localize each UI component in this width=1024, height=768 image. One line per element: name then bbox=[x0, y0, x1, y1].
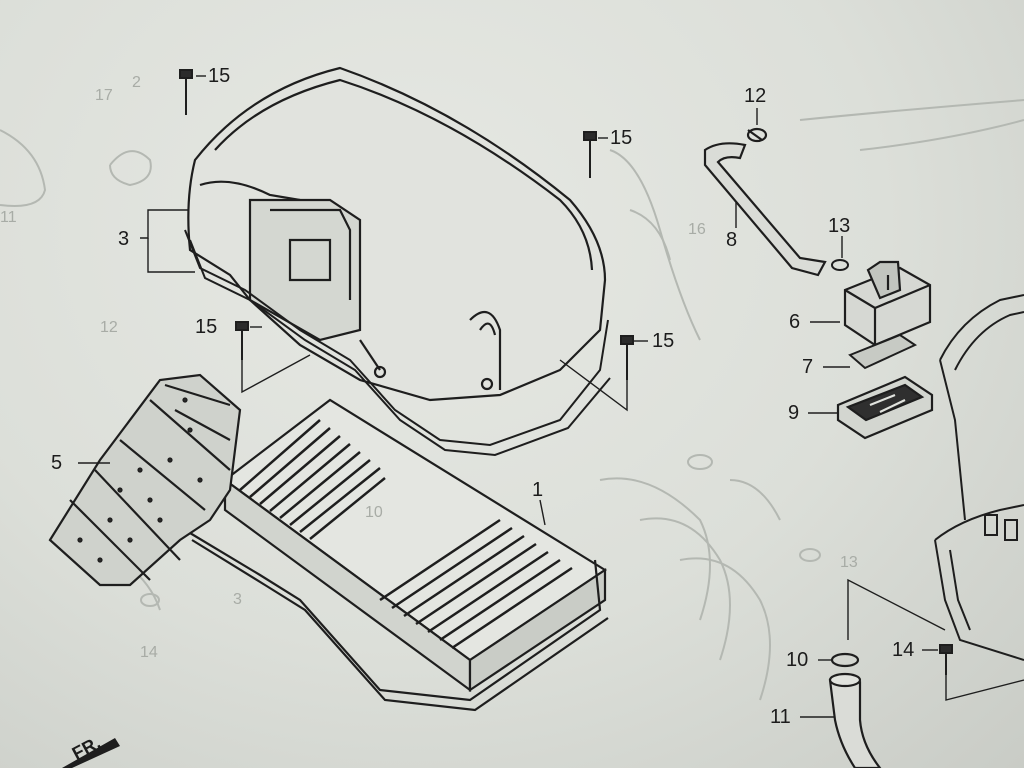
callout-12: 12 bbox=[744, 85, 767, 107]
hose-clip-13 bbox=[831, 259, 849, 271]
callout-9: 9 bbox=[788, 402, 800, 424]
callout-5: 5 bbox=[51, 452, 63, 474]
filter-pleats-left bbox=[239, 419, 386, 540]
leader-lines bbox=[78, 75, 1024, 718]
duct-texture bbox=[77, 397, 203, 563]
bolt-mid-left bbox=[235, 321, 249, 360]
air-cleaner-cover bbox=[187, 66, 607, 402]
bolt-14 bbox=[939, 644, 953, 675]
air-filter-element bbox=[184, 398, 609, 712]
ghost-label: 10 bbox=[365, 504, 383, 521]
callout-6: 6 bbox=[789, 311, 801, 333]
intake-duct bbox=[48, 373, 242, 587]
front-arrow bbox=[62, 738, 120, 768]
callout-15-mid-right: 15 bbox=[652, 330, 675, 352]
ghost-label: 11 bbox=[0, 209, 17, 226]
breather-separator bbox=[843, 260, 932, 347]
ghost-label: 13 bbox=[840, 554, 858, 571]
filter-pleats-right bbox=[379, 518, 573, 650]
callout-15-top-left: 15 bbox=[208, 65, 231, 87]
breather-hose bbox=[703, 127, 827, 277]
callout-13: 13 bbox=[828, 215, 851, 237]
drain-clip-10 bbox=[830, 652, 860, 668]
callout-7: 7 bbox=[802, 356, 814, 378]
callout-11: 11 bbox=[770, 706, 791, 728]
bolt-top-right bbox=[583, 131, 597, 178]
ghost-label: 14 bbox=[140, 644, 158, 661]
separator-gasket bbox=[848, 333, 918, 370]
callout-15-mid-left: 15 bbox=[195, 316, 218, 338]
drain-hose-11 bbox=[828, 672, 882, 768]
bolt-mid-right bbox=[620, 335, 634, 380]
ghost-label: 12 bbox=[100, 319, 118, 336]
callout-10: 10 bbox=[786, 649, 809, 671]
callout-8: 8 bbox=[726, 229, 738, 251]
bolts-15 bbox=[179, 69, 953, 675]
callout-14: 14 bbox=[892, 639, 915, 661]
bolt-top-left bbox=[179, 69, 193, 115]
right-partial-assembly bbox=[934, 294, 1024, 661]
ghost-label: 3 bbox=[233, 591, 242, 608]
callout-3: 3 bbox=[118, 228, 130, 250]
ghost-label: 16 bbox=[688, 221, 706, 238]
separator-cover bbox=[836, 375, 934, 440]
callout-1: 1 bbox=[532, 479, 544, 501]
ghost-label: 2 bbox=[132, 74, 141, 91]
callout-15-top-right: 15 bbox=[610, 127, 633, 149]
ghost-label: 17 bbox=[95, 87, 113, 104]
cover-gasket bbox=[184, 229, 611, 457]
